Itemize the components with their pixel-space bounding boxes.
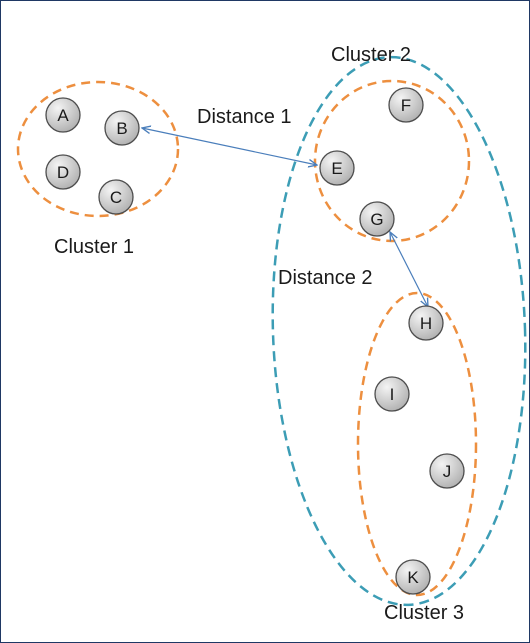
node-e: E — [319, 150, 355, 186]
node-a-label: A — [57, 106, 69, 125]
node-j: J — [429, 453, 465, 489]
node-g: G — [359, 201, 395, 237]
cluster-3-ellipse — [356, 291, 478, 597]
node-g-label: G — [370, 210, 383, 229]
node-c-label: C — [110, 188, 122, 207]
node-d: D — [45, 154, 81, 190]
node-f: F — [388, 87, 424, 123]
cluster-2-label: Cluster 2 — [331, 44, 411, 66]
node-e-label: E — [331, 159, 342, 178]
distance-1-arrow — [142, 128, 317, 165]
node-i-label: I — [390, 385, 395, 404]
distance-2-arrow — [390, 232, 428, 307]
node-d-label: D — [57, 163, 69, 182]
node-b: B — [104, 110, 140, 146]
cluster-1-ellipse — [16, 80, 180, 218]
distance-1-label: Distance 1 — [197, 106, 292, 128]
cluster-3-label: Cluster 3 — [384, 602, 464, 624]
distance-2-label: Distance 2 — [278, 267, 373, 289]
node-a: A — [45, 97, 81, 133]
node-k: K — [395, 559, 431, 595]
node-k-label: K — [407, 568, 419, 587]
node-i: I — [374, 376, 410, 412]
node-b-label: B — [116, 119, 127, 138]
outer-cluster-ellipse — [271, 55, 527, 607]
node-j-label: J — [443, 462, 452, 481]
node-h-label: H — [420, 314, 432, 333]
cluster-1-label: Cluster 1 — [54, 236, 134, 258]
node-h: H — [408, 305, 444, 341]
node-c: C — [98, 179, 134, 215]
node-f-label: F — [401, 96, 411, 115]
